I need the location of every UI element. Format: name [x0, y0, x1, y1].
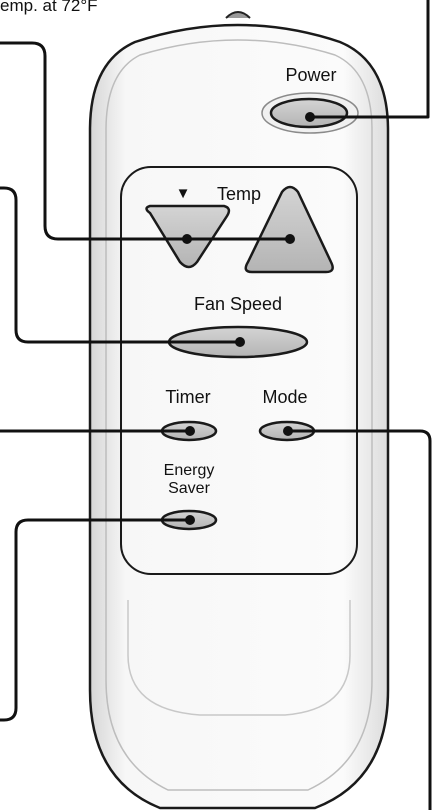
remote-top-nub [225, 11, 251, 19]
caption-text: emp. at 72°F [0, 0, 98, 15]
callout-dot-timer [185, 426, 195, 436]
remote-bottom-panel [127, 600, 351, 716]
callout-dot-mode [283, 426, 293, 436]
mode-label: Mode [262, 387, 307, 407]
callout-line-power [310, 0, 430, 119]
callout-line-energy-saver [0, 518, 190, 722]
power-label: Power [285, 65, 336, 85]
temp-up-button[interactable] [244, 185, 334, 274]
callout-dot-temp-down [182, 234, 192, 244]
remote-body-rim [105, 39, 373, 791]
callout-line-temp [0, 41, 290, 241]
energy-saver-label-line1: Energy [164, 462, 215, 479]
timer-label: Timer [165, 387, 210, 407]
energy-saver-label-line2: Saver [168, 480, 210, 497]
callout-dot-energy-saver [185, 515, 195, 525]
callout-dot-power [305, 112, 315, 122]
callout-line-fan-speed [0, 186, 240, 344]
temp-down-arrow-icon: ▼ [176, 185, 191, 202]
callout-line-mode [288, 429, 432, 810]
callout-dot-fan-speed [235, 337, 245, 347]
remote-body [88, 23, 390, 810]
temp-label: Temp [217, 184, 261, 204]
fan-speed-label: Fan Speed [194, 294, 282, 314]
button-panel [120, 166, 358, 575]
callout-dot-temp-up [285, 234, 295, 244]
